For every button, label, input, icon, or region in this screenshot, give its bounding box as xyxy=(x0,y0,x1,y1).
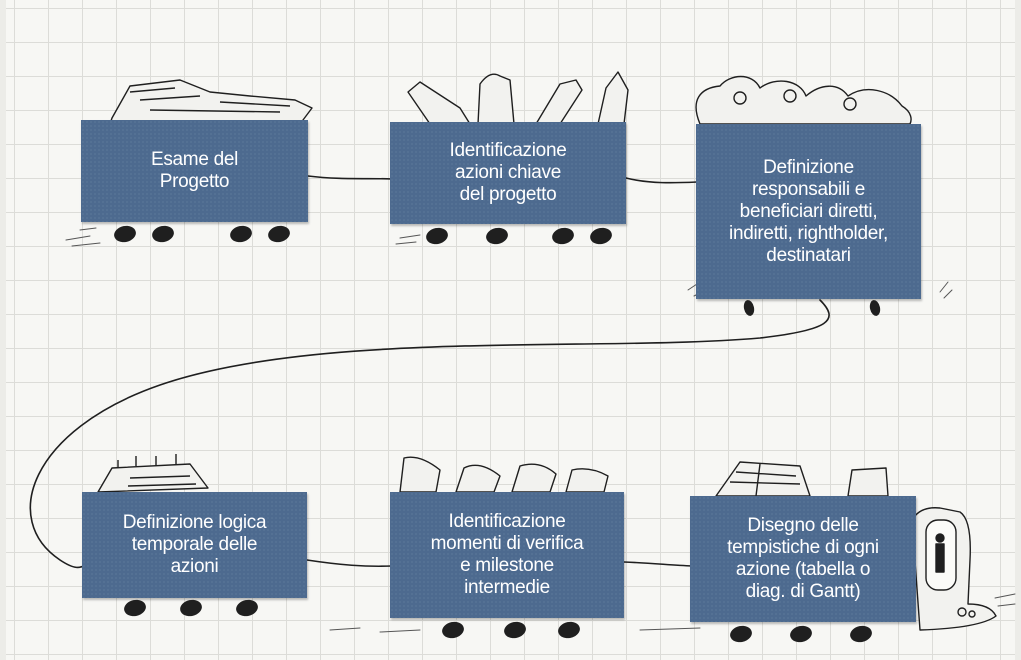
step-1-label: Esame del Progetto xyxy=(150,149,239,192)
track-step3-to-step4 xyxy=(29,299,830,569)
track-step5-to-step6 xyxy=(623,561,693,567)
step-4-card: Definizione logica temporale delle azion… xyxy=(82,492,307,598)
step-6-label: Disegno delle tempistiche di ogni azione… xyxy=(727,515,879,602)
track-step2-to-step3 xyxy=(625,177,698,184)
track-step4-to-step5 xyxy=(306,559,393,568)
papers-cargo-icon xyxy=(109,79,313,125)
step-3-card: Definizione responsabili e beneficiari d… xyxy=(696,124,921,299)
step-1-card: Esame del Progetto xyxy=(81,120,308,222)
flags-cargo-icon xyxy=(399,456,609,493)
locomotive-icon xyxy=(911,507,997,631)
step-5-label: Identificazione momenti di verifica e mi… xyxy=(430,511,584,598)
step-2-label: Identificazione azioni chiave del proget… xyxy=(449,140,567,205)
step-6-card: Disegno delle tempistiche di ogni azione… xyxy=(690,496,916,622)
charts-cargo-icon xyxy=(715,461,889,497)
step-4-label: Definizione logica temporale delle azion… xyxy=(122,512,267,577)
step-3-label: Definizione responsabili e beneficiari d… xyxy=(729,156,888,266)
people-cargo-icon xyxy=(695,75,912,125)
step-5-card: Identificazione momenti di verifica e mi… xyxy=(390,492,624,618)
calendar-cargo-icon xyxy=(97,454,209,493)
step-2-card: Identificazione azioni chiave del proget… xyxy=(390,122,626,224)
track-step1-to-step2 xyxy=(307,175,393,180)
tools-cargo-icon xyxy=(407,71,629,125)
